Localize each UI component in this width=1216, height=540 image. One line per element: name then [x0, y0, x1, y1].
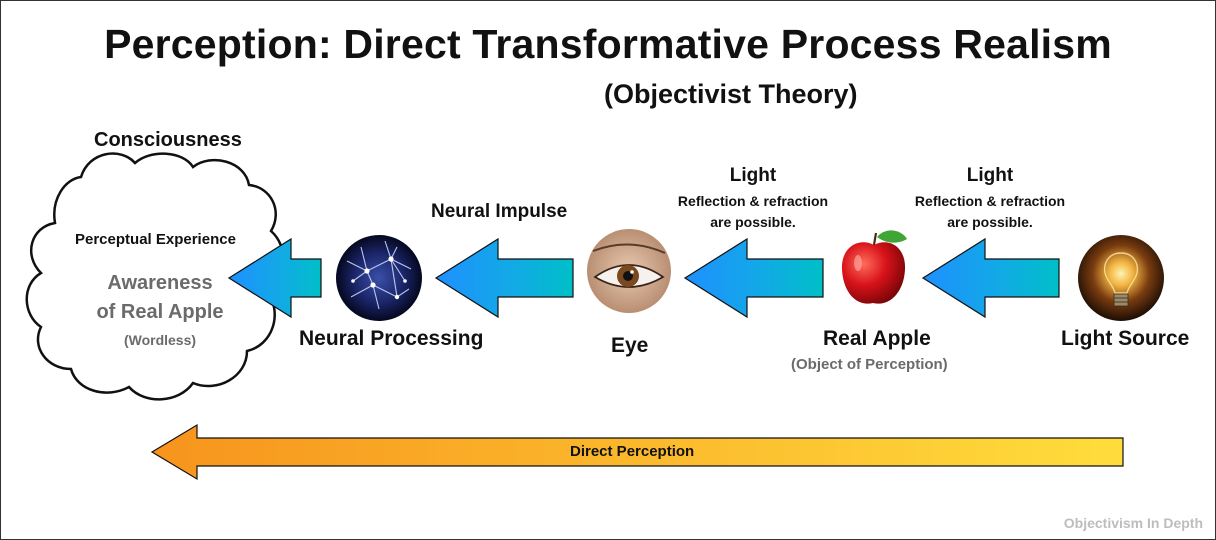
light-note-line1: Reflection & refraction: [677, 193, 829, 209]
footer-credit: Objectivism In Depth: [1063, 515, 1203, 531]
neural-impulse-label: Neural Impulse: [431, 201, 568, 222]
light-label-source-side: Light Reflection & refraction are possib…: [898, 165, 1082, 233]
flow-arrow-to-consciousness: [227, 237, 322, 319]
neural-processing-label: Neural Processing: [299, 327, 484, 350]
wordless-label: (Wordless): [123, 332, 197, 348]
object-of-perception-label: (Object of Perception): [791, 356, 948, 373]
page-title: Perception: Direct Transformative Proces…: [104, 21, 1112, 67]
consciousness-heading: Consciousness: [94, 129, 242, 151]
eye-image: [587, 229, 671, 313]
flow-arrow-light-to-apple: [921, 237, 1060, 319]
light-source-label: Light Source: [1061, 327, 1190, 350]
flow-arrow-neural-impulse: [434, 237, 574, 319]
direct-perception-label: Direct Perception: [570, 443, 695, 460]
neural-network-image: [336, 235, 422, 321]
light-title: Light: [966, 165, 1014, 186]
page-subtitle: (Objectivist Theory): [604, 79, 858, 109]
light-bulb-image: [1078, 235, 1164, 321]
light-title: Light: [729, 165, 777, 186]
direct-perception-arrow: [150, 423, 1124, 481]
awareness-line1: Awareness: [107, 272, 213, 294]
apple-image: [841, 230, 907, 304]
light-note-line2: are possible.: [947, 214, 1033, 230]
eye-label: Eye: [611, 334, 649, 357]
real-apple-label: Real Apple: [823, 327, 931, 350]
light-label-eye-side: Light Reflection & refraction are possib…: [661, 165, 845, 233]
light-note-line1: Reflection & refraction: [914, 193, 1066, 209]
perceptual-experience-label: Perceptual Experience: [75, 231, 236, 248]
consciousness-cloud: [25, 152, 285, 401]
flow-arrow-light-to-eye: [683, 237, 824, 319]
light-note-line2: are possible.: [710, 214, 796, 230]
awareness-line2: of Real Apple: [96, 301, 224, 323]
